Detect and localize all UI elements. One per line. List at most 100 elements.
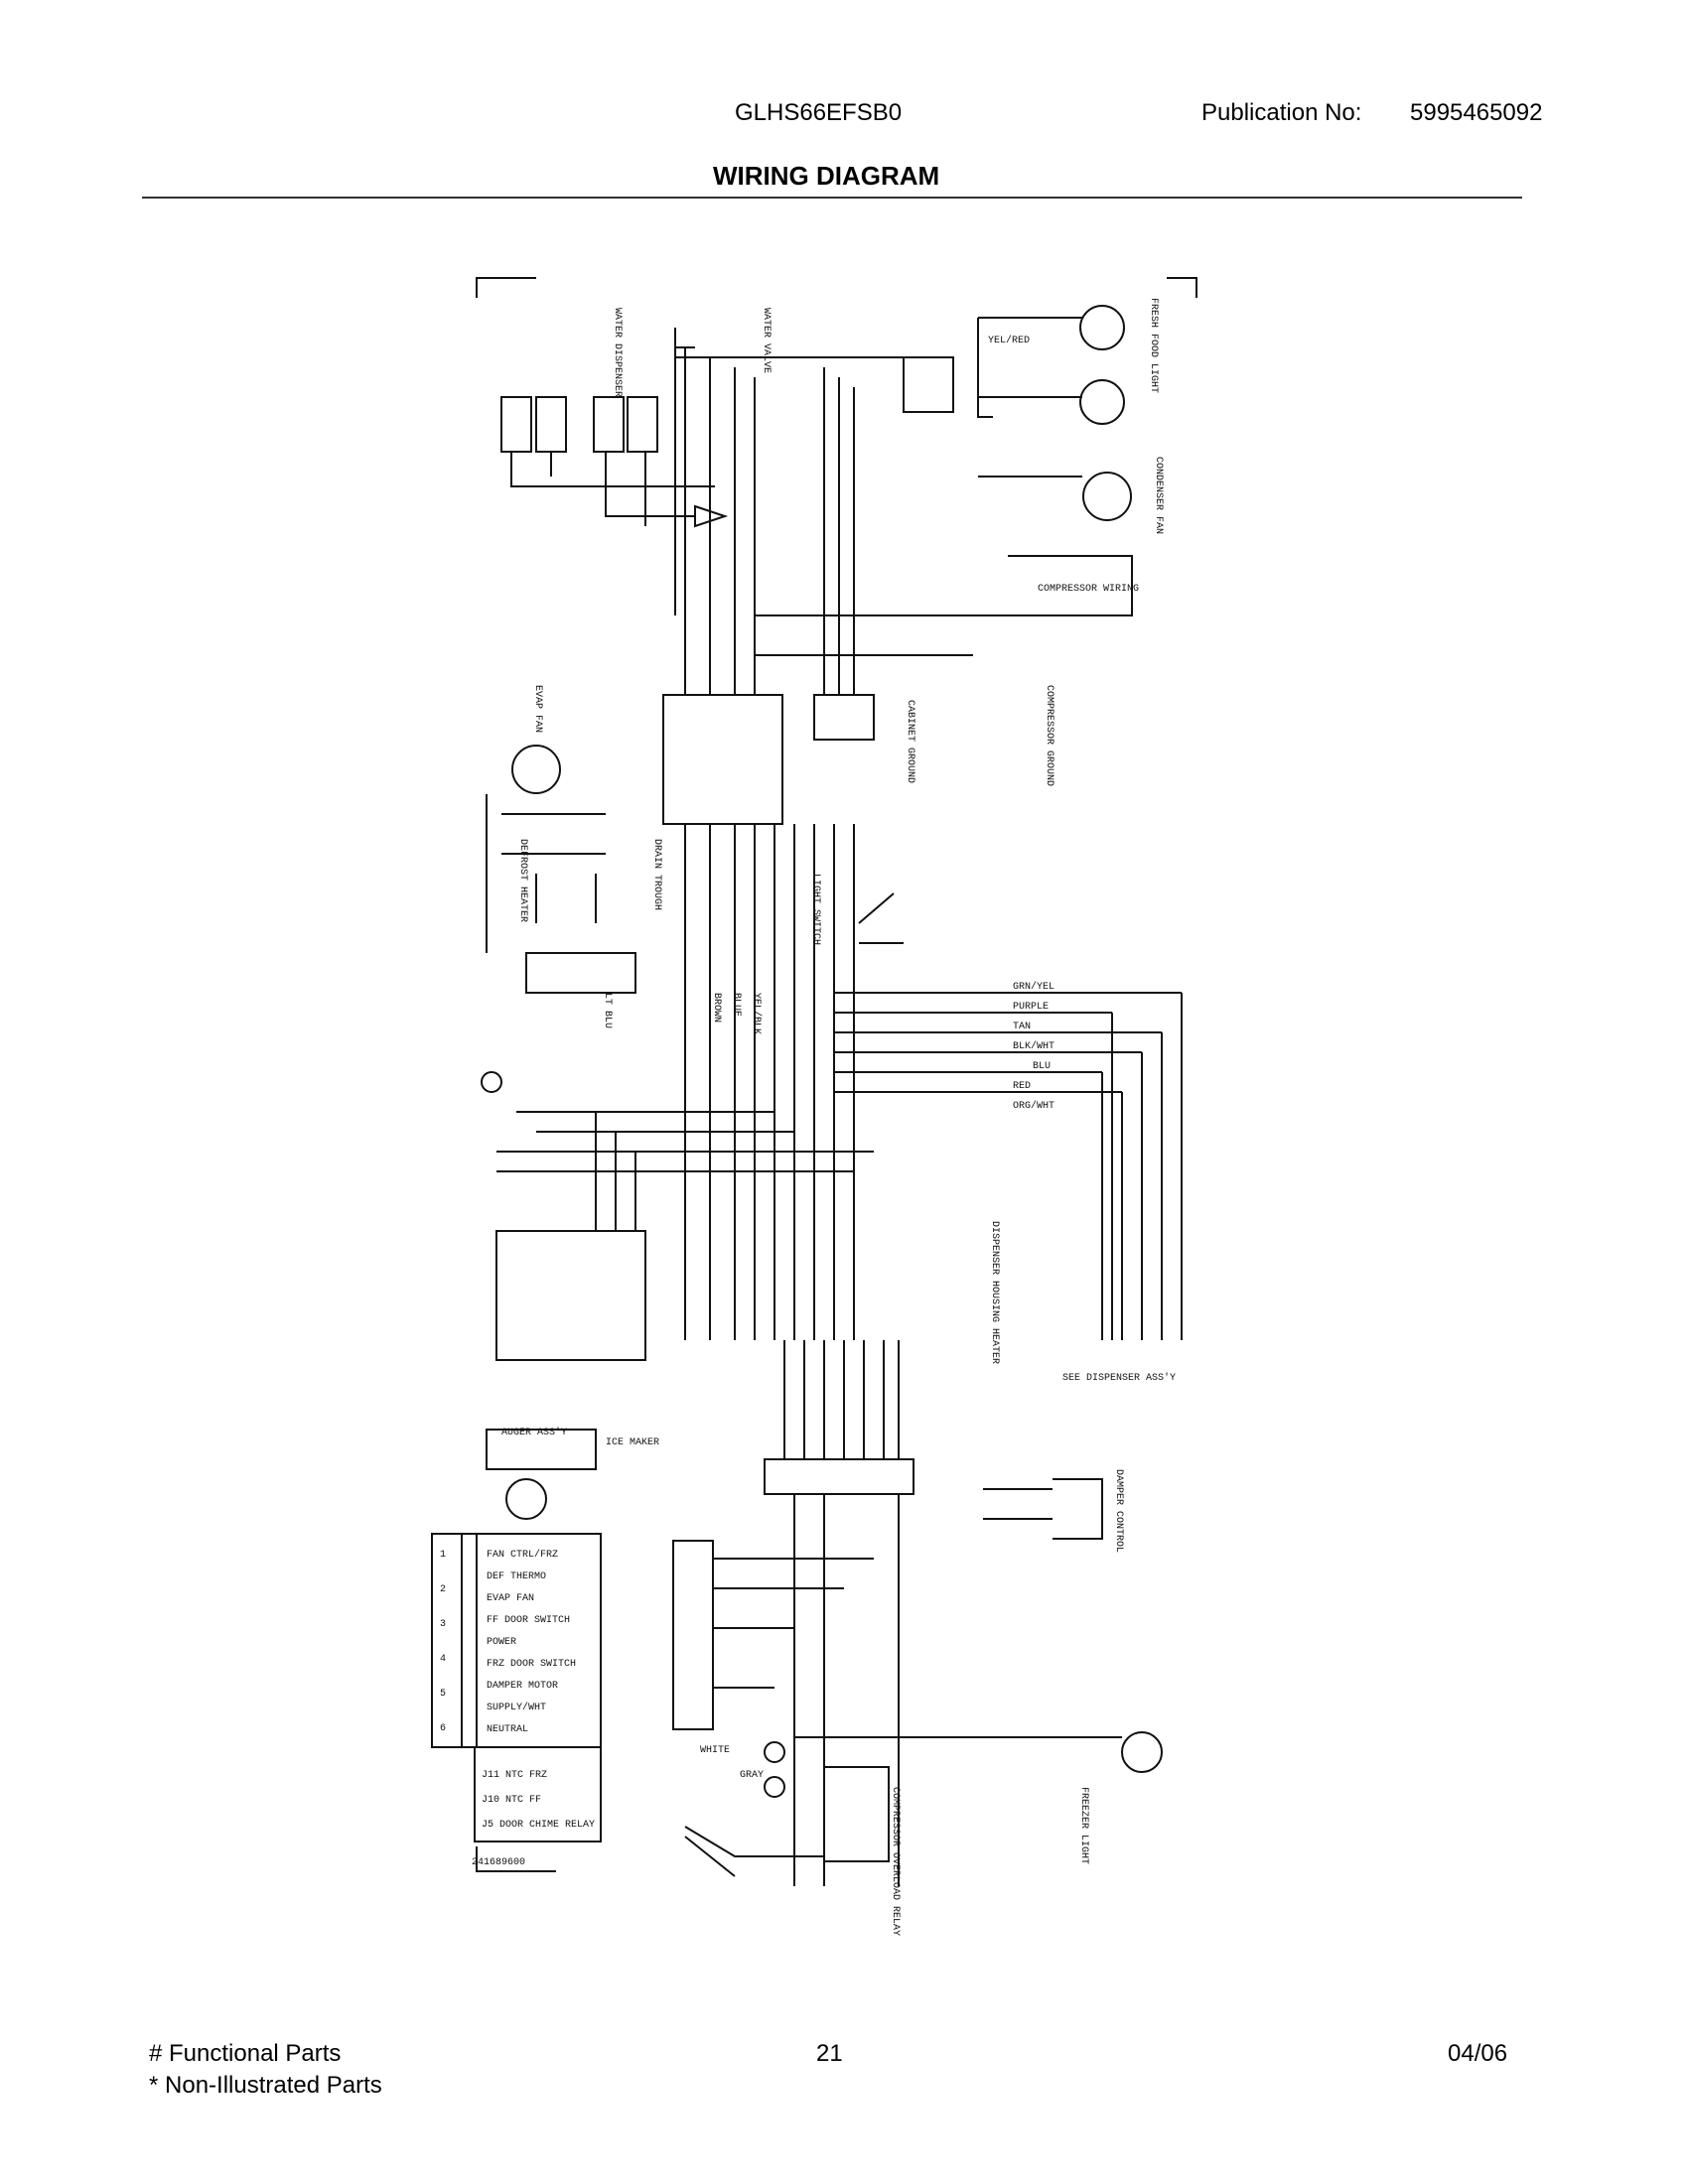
wire-color-label: WHITE (700, 1745, 730, 1756)
relay-box (903, 356, 954, 413)
label-ice-maker: ICE MAKER (606, 1437, 659, 1448)
non-illustrated-note: * Non-Illustrated Parts (149, 2072, 382, 2099)
connector-row-label: FAN CTRL/FRZ (487, 1549, 558, 1561)
connector-row-label: FRZ DOOR SWITCH (487, 1659, 576, 1670)
harness-main (675, 347, 953, 695)
wire-color-label: YEL/RED (988, 335, 1030, 346)
connector-row-label: SUPPLY/WHT (487, 1702, 546, 1713)
label-see-dispenser-assy: SEE DISPENSER ASS'Y (1062, 1372, 1176, 1384)
wire-color-label: RED (1013, 1081, 1031, 1092)
water-valve-coil-1 (500, 396, 532, 453)
connector-footer: J10 NTC FF (482, 1795, 541, 1806)
right-verticals (1101, 993, 1183, 1340)
label-damper-control: DAMPER CONTROL (1113, 1469, 1124, 1553)
freezer-light (1121, 1731, 1163, 1773)
connector-pin: 2 (440, 1584, 446, 1595)
harness-vertical (684, 824, 855, 1340)
compressor-wiring-box (1008, 555, 1133, 616)
part-reference: 241689600 (472, 1857, 525, 1868)
freezer-light-bulb (1079, 379, 1125, 425)
color-bus (834, 992, 1182, 1093)
connector-row-label: FF DOOR SWITCH (487, 1615, 570, 1626)
pin-column (431, 1533, 463, 1748)
damper-control (983, 1478, 1103, 1540)
connector-j2 (525, 952, 636, 994)
fresh-food-light-bulb (1079, 305, 1125, 350)
valve-wiring (510, 452, 715, 526)
wire-color-label: LT BLU (602, 993, 613, 1028)
connector-pin: 6 (440, 1723, 446, 1734)
compressor-relay-box (823, 1766, 890, 1862)
ntc-box (474, 1746, 602, 1843)
wire-color-label: GRAY (740, 1770, 764, 1781)
publication-label: Publication No: (1201, 99, 1362, 126)
frame-top-right (1167, 277, 1197, 298)
label-freezer-light: FREEZER LIGHT (1078, 1787, 1089, 1864)
wire-color-label: BLUE (731, 993, 742, 1017)
defrost-heater (486, 794, 606, 953)
connector-footer: J11 NTC FRZ (482, 1770, 547, 1781)
connector-pin: 4 (440, 1654, 446, 1665)
label-compressor-overload-relay: COMPRESSOR OVERLOAD RELAY (890, 1787, 901, 1936)
connector-j3 (495, 1230, 646, 1361)
control-board (672, 1540, 714, 1730)
wire-color-label: TAN (1013, 1022, 1031, 1032)
dispenser-connector (764, 1458, 914, 1495)
connector-footer: J5 DOOR CHIME RELAY (482, 1820, 595, 1831)
page-title: WIRING DIAGRAM (713, 161, 940, 191)
gray-terminal-2 (764, 1776, 785, 1798)
cabinet-connector (813, 694, 875, 741)
connector-row-label: DAMPER MOTOR (487, 1681, 558, 1692)
wire-color-label: BLK/WHT (1013, 1040, 1055, 1052)
label-compressor-ground: COMPRESSOR GROUND (1044, 685, 1055, 786)
label-drain-trough: DRAIN TROUGH (651, 839, 662, 910)
header-divider (142, 197, 1522, 199)
frame-top-left (476, 277, 536, 298)
model-number: GLHS66EFSB0 (735, 99, 903, 126)
label-light-switch: LIGHT SWITCH (810, 874, 821, 945)
page-number: 21 (816, 2040, 843, 2067)
wire-color-label: BROWN (711, 993, 722, 1023)
wire-color-label: BLU (1033, 1061, 1051, 1072)
functional-parts-note: # Functional Parts (149, 2040, 342, 2067)
condenser-fan-motor (1082, 472, 1132, 521)
light-wiring (977, 317, 1082, 478)
connector-pin: 1 (440, 1550, 446, 1561)
evap-fan-motor (511, 745, 561, 794)
label-condenser-fan: CONDENSER FAN (1153, 457, 1164, 534)
bus-top (674, 328, 1008, 656)
label-evap-fan: EVAP FAN (532, 685, 543, 733)
wire-color-label: GRN/YEL (1013, 981, 1055, 993)
wire-color-label: ORG/WHT (1013, 1100, 1055, 1112)
label-compressor-wiring: COMPRESSOR WIRING (1038, 584, 1139, 595)
main-connector (662, 694, 783, 825)
label-fresh-food-light: FRESH FOOD LIGHT (1148, 298, 1159, 393)
connector-row-label: NEUTRAL (487, 1724, 528, 1735)
label-water-valve: WATER VALVE (761, 308, 772, 373)
connector-row-label: EVAP FAN (487, 1593, 534, 1604)
revision-date: 04/06 (1448, 2040, 1508, 2067)
label-auger-assy: AUGER ASS'Y (501, 1427, 567, 1438)
auger-ground (481, 1071, 502, 1093)
label-water-dispenser: WATER DISPENSER (612, 308, 623, 397)
auger-motor (505, 1478, 547, 1520)
frame-bottom-left (476, 1846, 556, 1872)
publication-number: 5995465092 (1410, 99, 1543, 126)
label-defrost-heater: DEFROST HEATER (517, 839, 528, 922)
white-wire (684, 1826, 824, 1877)
water-dispenser-coil (593, 396, 625, 453)
water-valve-coil-2 (535, 396, 567, 453)
lower-harness (783, 1340, 900, 1459)
water-dispenser-coil-2 (627, 396, 658, 453)
wire-color-label: PURPLE (1013, 1002, 1049, 1013)
label-dispenser-housing-heater: DISPENSER HOUSING HEATER (989, 1221, 1000, 1364)
connector-pin: 5 (440, 1689, 446, 1700)
connector-row-label: DEF THERMO (487, 1571, 546, 1582)
connector-pin: 3 (440, 1619, 446, 1630)
label-cabinet-ground: CABINET GROUND (905, 700, 915, 783)
light-switch (858, 892, 904, 944)
connector-row-label: POWER (487, 1637, 516, 1648)
wire-color-label: YEL/BLK (751, 993, 763, 1034)
gray-terminal (764, 1741, 785, 1763)
